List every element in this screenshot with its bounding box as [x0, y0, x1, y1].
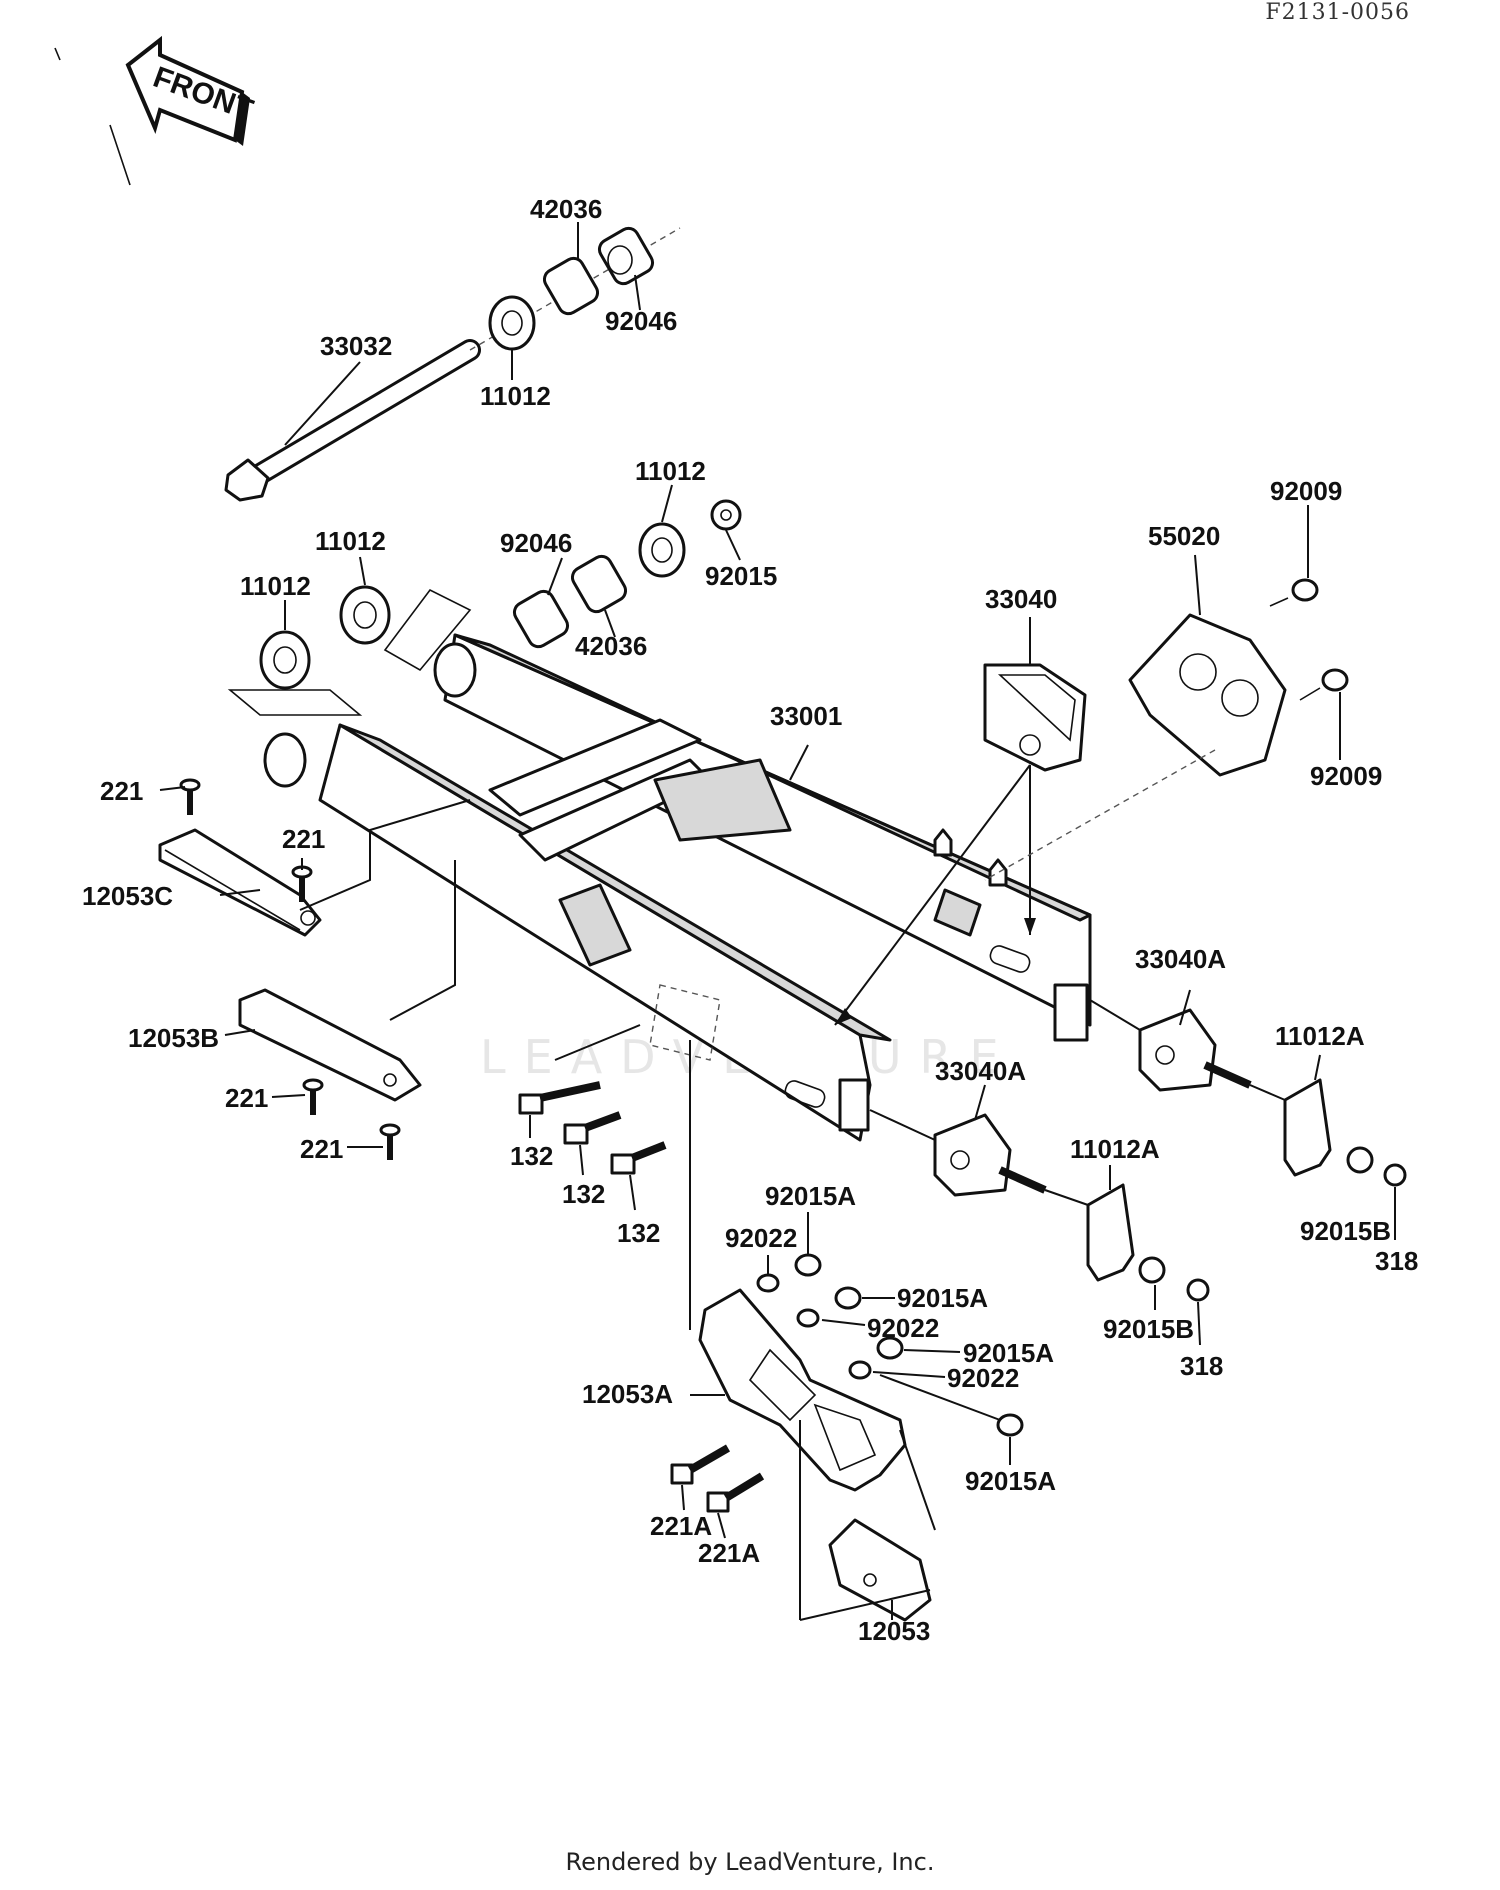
part-label: 12053: [858, 1616, 930, 1646]
nut-92015A-icon: [996, 1413, 1024, 1437]
part-label: 92046: [500, 528, 572, 558]
adjuster-plate-11012A-upper: [1283, 1078, 1332, 1177]
part-label: 11012A: [1070, 1134, 1160, 1164]
nut-92015B-lower-icon: [1138, 1256, 1166, 1284]
nut-92015-icon: [710, 499, 742, 531]
part-label: 11012A: [1275, 1021, 1365, 1051]
chain-guard-plate-55020: [1128, 613, 1287, 777]
bolt-221A-icon: [706, 1472, 765, 1513]
adjuster-block-33040A-lower: [933, 1113, 1047, 1197]
bush-92046-mid: [512, 589, 570, 649]
part-label: 92009: [1270, 476, 1342, 506]
part-label: 92046: [605, 306, 677, 336]
part-label: 42036: [575, 631, 647, 661]
part-label: 12053B: [128, 1023, 219, 1053]
part-label: 221A: [698, 1538, 760, 1568]
bearing-11012-mid: [339, 585, 391, 645]
collar-42036-top: [542, 256, 600, 316]
part-label: 221: [100, 776, 143, 806]
part-label: 92015: [705, 561, 777, 591]
part-label: 11012: [480, 381, 551, 411]
part-label: 318: [1180, 1351, 1223, 1381]
part-label: 92015A: [765, 1181, 856, 1211]
part-label: 221: [282, 824, 325, 854]
washer-92022-icon: [756, 1273, 780, 1293]
part-label: 92015A: [963, 1338, 1054, 1368]
screw-221-icon: [379, 1123, 401, 1160]
part-label: 33040A: [1135, 944, 1226, 974]
part-label: 221A: [650, 1511, 712, 1541]
diagram-code: F2131-0056: [1265, 0, 1410, 25]
part-label: 12053A: [582, 1379, 673, 1409]
chain-slider-12053B: [238, 988, 422, 1102]
adjuster-block-33040A-upper: [1138, 1008, 1252, 1092]
part-label: 92022: [725, 1223, 797, 1253]
chain-slider-12053C: [158, 828, 322, 937]
part-label: 92009: [1310, 761, 1382, 791]
part-label: 92015B: [1300, 1216, 1391, 1246]
nut-318-lower-icon: [1186, 1278, 1210, 1302]
chain-guide-slider-12053: [828, 1518, 932, 1622]
part-label: 12053C: [82, 881, 173, 911]
part-label: 92022: [947, 1363, 1019, 1393]
part-label: 221: [225, 1083, 268, 1113]
chain-guide-12053A: [698, 1288, 907, 1492]
part-label: 42036: [530, 194, 602, 224]
bearing-11012-right: [638, 522, 686, 578]
nut-318-upper-icon: [1383, 1163, 1407, 1187]
nut-92015B-upper-icon: [1346, 1146, 1374, 1174]
scan-mark: [109, 124, 131, 186]
washer-92022-icon: [848, 1360, 872, 1380]
bearing-11012-left: [259, 630, 311, 690]
bush-92046-top: [597, 226, 655, 286]
front-arrow-icon: FRONT: [125, 35, 257, 146]
nut-92015A-icon: [834, 1286, 862, 1310]
bolt-132-icon: [610, 1141, 667, 1175]
part-label: 55020: [1148, 521, 1220, 551]
part-label: 318: [1375, 1246, 1418, 1276]
part-label: 11012: [635, 456, 706, 486]
part-label: 11012: [240, 571, 311, 601]
part-label: 92022: [867, 1313, 939, 1343]
screw-221-icon: [302, 1078, 324, 1115]
bolt-221A-icon: [670, 1444, 731, 1485]
chain-adjuster-33040: [983, 663, 1087, 772]
swingarm-33001: [263, 633, 1092, 1142]
leader-lines: [159, 222, 1396, 1620]
part-label: 33040: [985, 584, 1057, 614]
washer-92022-icon: [796, 1308, 820, 1328]
part-label: 132: [617, 1218, 660, 1248]
part-label: 33001: [770, 701, 842, 731]
nut-92015A-icon: [794, 1253, 822, 1277]
bolt-92009-upper-icon: [1269, 578, 1319, 607]
nut-92015A-icon: [876, 1336, 904, 1360]
collar-42036-mid: [570, 554, 628, 614]
part-label: 92015A: [965, 1466, 1056, 1496]
part-label: 92015B: [1103, 1314, 1194, 1344]
bolt-92009-lower-icon: [1299, 668, 1349, 701]
bolt-132-icon: [518, 1081, 601, 1115]
bearing-11012-top: [488, 295, 536, 351]
part-label: 33032: [320, 331, 392, 361]
adjuster-plate-11012A-lower: [1086, 1183, 1135, 1282]
part-label: 132: [562, 1179, 605, 1209]
footer-credit: Rendered by LeadVenture, Inc.: [565, 1848, 935, 1876]
part-label: 221: [300, 1134, 343, 1164]
bolt-132-icon: [563, 1111, 622, 1145]
screw-221-icon: [179, 778, 201, 815]
part-label: 11012: [315, 526, 386, 556]
part-label: 132: [510, 1141, 553, 1171]
part-label: 92015A: [897, 1283, 988, 1313]
scan-mark: [54, 47, 61, 61]
part-label: 33040A: [935, 1056, 1026, 1086]
